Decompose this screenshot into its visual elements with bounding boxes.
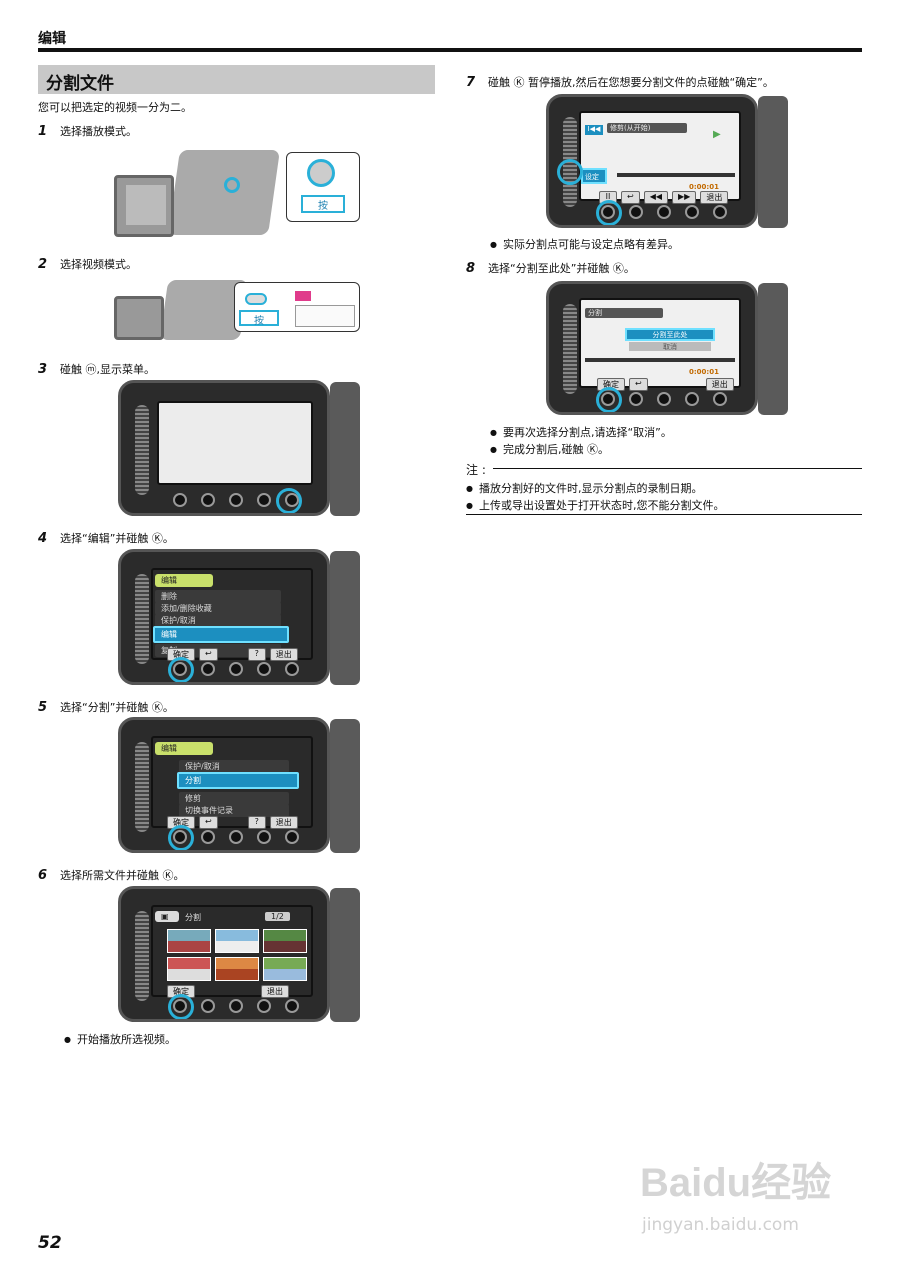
help-key[interactable]: ? (247, 648, 266, 661)
screen-title: 分割 (585, 308, 663, 318)
menu-header: 编辑 (155, 742, 213, 755)
lcd-hinge (758, 283, 788, 415)
step-7-bullet: 实际分割点可能与设定点略有差异。 (490, 236, 679, 252)
note-bottom-rule (466, 514, 862, 515)
step-8-bullet: 完成分割后,碰触 Ⓚ。 (490, 441, 609, 457)
video-thumbnail[interactable] (263, 929, 307, 953)
note-item: 播放分割好的文件时,显示分割点的录制日期。 (466, 480, 703, 496)
back-key[interactable]: ↩ (621, 191, 640, 204)
menu-item[interactable]: 保护/取消 (155, 614, 281, 627)
lcd-screen-step-7: I◀◀ 修剪(从开始) ▶ 设定 0:00:01 II↩◀◀▶▶退出 (546, 94, 758, 228)
exit-key[interactable]: 退出 (700, 191, 729, 204)
menu-item-selected[interactable]: 编辑 (153, 626, 289, 643)
lcd-hinge (758, 96, 788, 228)
step-6-bullet: 开始播放所选视频。 (64, 1031, 176, 1047)
lcd-screen-step-5: 编辑 保护/取消 分割 修剪 切换事件记录 确定↩?退出 (118, 717, 330, 853)
lcd-hinge (330, 382, 360, 516)
lcd-hinge (330, 888, 360, 1022)
lcd-screen-step-6: ▣ 分割 1/2 确定退出 (118, 886, 330, 1022)
set-button[interactable]: 设定 (581, 168, 607, 184)
exit-key[interactable]: 退出 (269, 648, 298, 661)
camcorder-lcd-image (114, 296, 164, 340)
menu-item[interactable]: 保护/取消 (179, 760, 289, 773)
back-key[interactable]: ↩ (629, 378, 648, 391)
video-thumbnail[interactable] (263, 957, 307, 981)
playback-button-icon (307, 159, 335, 187)
lcd-screen-step-8: 分割 分割至此处 取消 0:00:01 确定↩退出 (546, 281, 758, 415)
back-key[interactable]: ↩ (199, 648, 218, 661)
step-1-illustration: 按 (114, 145, 360, 245)
trim-title: 修剪(从开始) (607, 123, 687, 133)
note-item: 上传或导出设置处于打开状态时,您不能分割文件。 (466, 497, 725, 513)
timeline-bar[interactable] (585, 358, 735, 362)
mode-button-icon (245, 293, 267, 305)
split-here-option[interactable]: 分割至此处 (625, 328, 715, 341)
exit-key[interactable]: 退出 (705, 378, 734, 391)
press-label: 按 (301, 195, 345, 213)
page-number: 52 (38, 1233, 62, 1253)
video-thumbnail[interactable] (167, 929, 211, 953)
time-counter: 0:00:01 (689, 368, 719, 376)
exit-key[interactable]: 退出 (269, 816, 298, 829)
lcd-screen-step-4: 编辑 删除 添加/删除收藏 保护/取消 编辑 复制 确定↩?退出 (118, 549, 330, 685)
note-label: 注 : (466, 463, 486, 477)
forward-key[interactable]: ▶▶ (672, 191, 697, 204)
menu-item[interactable]: 添加/删除收藏 (155, 602, 281, 615)
rewind-key[interactable]: ◀◀ (643, 191, 669, 204)
timeline-bar[interactable] (617, 173, 735, 177)
section-intro: 您可以把选定的视频一分为二。 (38, 101, 192, 114)
lcd-hinge (330, 719, 360, 853)
back-key[interactable]: ↩ (199, 816, 218, 829)
watermark-url: jingyan.baidu.com (642, 1215, 799, 1235)
time-counter: 0:00:01 (689, 183, 719, 191)
page-header: 编辑 (38, 31, 66, 47)
lcd-hinge (330, 551, 360, 685)
section-title: 分割文件 (38, 65, 435, 94)
watermark-logo: Baidu经验 (640, 1161, 832, 1205)
video-thumbnail[interactable] (215, 929, 259, 953)
exit-key[interactable]: 退出 (261, 985, 289, 998)
header-rule (38, 48, 862, 52)
menu-item-selected[interactable]: 分割 (177, 772, 299, 789)
cancel-option[interactable]: 取消 (629, 342, 711, 351)
step-8-bullet: 要再次选择分割点,请选择“取消”。 (490, 424, 672, 440)
video-mode-icon (295, 291, 311, 301)
play-icon: ▶ (713, 129, 721, 140)
video-thumbnail[interactable] (215, 957, 259, 981)
video-thumbnail[interactable] (167, 957, 211, 981)
menu-item[interactable]: 切换事件记录 (179, 804, 289, 817)
zoom-callout: 按 (234, 282, 360, 332)
menu-item[interactable]: 删除 (155, 590, 281, 603)
page-indicator: 1/2 (265, 912, 290, 921)
menu-header: 编辑 (155, 574, 213, 587)
camcorder-image (168, 150, 280, 235)
zoom-callout: 按 (286, 152, 360, 222)
screen-title: 分割 (185, 913, 201, 922)
note-rule (493, 468, 862, 469)
menu-item[interactable]: 修剪 (179, 792, 289, 805)
press-label: 按 (239, 310, 279, 327)
step-2-illustration: 按 (114, 278, 360, 344)
help-key[interactable]: ? (247, 816, 266, 829)
lcd-screen-step-3 (118, 380, 330, 516)
